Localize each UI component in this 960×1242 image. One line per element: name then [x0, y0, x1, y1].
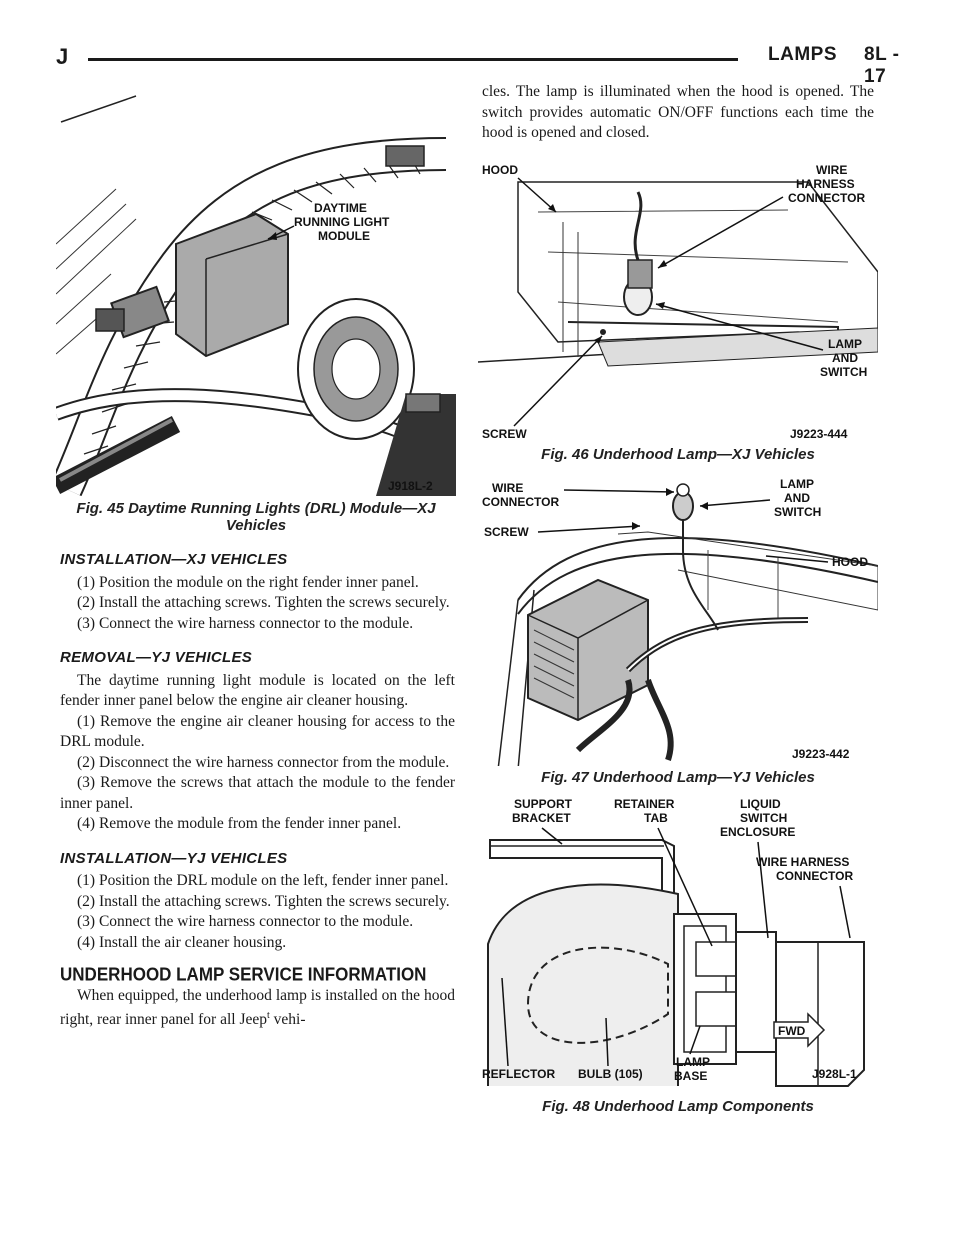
label-screw-yj: SCREW	[484, 525, 529, 539]
install-xj-step-2: (2) Install the attaching screws. Tighte…	[77, 594, 450, 611]
figure-code-48: J928L-1	[812, 1067, 857, 1081]
figure-48-underhood-lamp-components: SUPPORT BRACKET RETAINER TAB LIQUID SWIT…	[478, 794, 878, 1090]
underhood-intro: When equipped, the underhood lamp is ins…	[60, 986, 455, 1031]
figure-code-45: J918L-2	[388, 479, 433, 493]
label-lamp-base-1: LAMP	[676, 1055, 710, 1069]
heading-removal-yj: REMOVAL—YJ VEHICLES	[60, 649, 253, 666]
install-yj-step-2: (2) Install the attaching screws. Tighte…	[77, 892, 450, 910]
label-wire-harness-1: WIRE	[816, 163, 847, 177]
label-support-bracket-1: SUPPORT	[514, 797, 573, 811]
figure-code-46: J9223-444	[790, 427, 848, 441]
underhood-lamp-components-illustration: SUPPORT BRACKET RETAINER TAB LIQUID SWIT…	[482, 797, 865, 1087]
removal-yj-step-1: (1) Remove the engine air cleaner housin…	[60, 712, 455, 751]
caption-fig-46: Fig. 46 Underhood Lamp—XJ Vehicles	[541, 446, 815, 463]
label-wire-connector-1: WIRE	[492, 481, 523, 495]
label-lamp-base-2: BASE	[674, 1069, 707, 1083]
heading-installation-yj: INSTALLATION—YJ VEHICLES	[60, 849, 288, 867]
install-xj-step-1: (1) Position the module on the right fen…	[77, 573, 419, 591]
label-reflector: REFLECTOR	[482, 1067, 555, 1081]
label-liquid-switch-3: ENCLOSURE	[720, 825, 795, 839]
install-yj-step-3: (3) Connect the wire harness connector t…	[77, 913, 414, 930]
heading-underhood-lamp-service: UNDERHOOD LAMP SERVICE INFORMATION	[60, 963, 427, 985]
caption-fig-45: Fig. 45 Daytime Running Lights (DRL) Mod…	[76, 500, 436, 534]
label-screw: SCREW	[482, 427, 527, 441]
install-yj-step-4: (4) Install the air cleaner housing.	[77, 933, 287, 951]
label-bulb: BULB (105)	[578, 1067, 643, 1081]
figure-47-underhood-lamp-yj: WIRE CONNECTOR SCREW LAMP AND SWITCH HOO…	[478, 470, 878, 766]
figure-46-underhood-lamp-xj: HOOD WIRE HARNESS CONNECTOR LAMP AND SWI…	[478, 152, 878, 442]
heading-installation-xj: INSTALLATION—XJ VEHICLES	[60, 551, 288, 568]
label-lamp-switch-3: SWITCH	[820, 365, 867, 379]
label-retainer-tab-2: TAB	[644, 811, 668, 825]
underhood-lamp-yj-illustration: WIRE CONNECTOR SCREW LAMP AND SWITCH HOO…	[482, 477, 878, 766]
header-section: LAMPS	[768, 44, 837, 65]
label-liquid-switch-1: LIQUID	[740, 797, 781, 811]
label-wire-harness-2: HARNESS	[796, 177, 855, 191]
underhood-lamp-xj-illustration: HOOD WIRE HARNESS CONNECTOR LAMP AND SWI…	[478, 163, 878, 441]
header-page-number: 8L - 17	[864, 44, 900, 87]
figure-code-47: J9223-442	[792, 747, 850, 761]
label-liquid-switch-2: SWITCH	[740, 811, 787, 825]
caption-fig-48: Fig. 48 Underhood Lamp Components	[542, 1098, 814, 1115]
removal-yj-step-2: (2) Disconnect the wire harness connecto…	[77, 753, 450, 771]
figure-45-drl-module: DAYTIME RUNNING LIGHT MODULE J918L-2	[56, 94, 456, 496]
label-drl-module-2: RUNNING LIGHT	[294, 215, 390, 229]
trademark-symbol: t	[267, 1010, 270, 1021]
label-drl-module-3: MODULE	[318, 229, 370, 243]
header-rule	[88, 58, 738, 61]
right-column: cles. The lamp is illuminated when the h…	[482, 82, 874, 144]
install-yj-step-1: (1) Position the DRL module on the left,…	[77, 872, 449, 889]
label-hood-yj: HOOD	[832, 555, 868, 569]
drl-module-illustration: DAYTIME RUNNING LIGHT MODULE J918L-2	[56, 94, 456, 496]
removal-yj-intro: The daytime running light module is loca…	[60, 671, 455, 710]
label-fwd-arrow: FWD	[778, 1024, 806, 1038]
underhood-intro-continued: cles. The lamp is illuminated when the h…	[482, 83, 874, 141]
label-support-bracket-2: BRACKET	[512, 811, 571, 825]
removal-yj-step-3: (3) Remove the screws that attach the mo…	[60, 774, 455, 812]
page-header: J LAMPS 8L - 17	[56, 44, 906, 87]
label-wire-harness-3: CONNECTOR	[788, 191, 865, 205]
label-wire-harness-connector-2: CONNECTOR	[776, 869, 853, 883]
label-lamp-switch-yj-1: LAMP	[780, 477, 814, 491]
label-lamp-switch-1: LAMP	[828, 337, 862, 351]
removal-yj-step-4: (4) Remove the module from the fender in…	[77, 815, 402, 832]
label-wire-connector-2: CONNECTOR	[482, 495, 559, 509]
label-lamp-switch-2: AND	[832, 351, 858, 365]
label-retainer-tab-1: RETAINER	[614, 797, 675, 811]
install-xj-step-3: (3) Connect the wire harness connector t…	[77, 614, 414, 632]
label-lamp-switch-yj-3: SWITCH	[774, 505, 821, 519]
underhood-intro-text-end: vehi-	[269, 1011, 306, 1029]
caption-fig-47: Fig. 47 Underhood Lamp—YJ Vehicles	[541, 769, 815, 786]
underhood-intro-text: When equipped, the underhood lamp is ins…	[60, 986, 455, 1029]
left-column: INSTALLATION—XJ VEHICLES (1) Position th…	[60, 540, 455, 1031]
label-wire-harness-connector-1: WIRE HARNESS	[756, 855, 849, 869]
label-drl-module-1: DAYTIME	[314, 201, 367, 215]
header-letter: J	[56, 44, 69, 69]
label-lamp-switch-yj-2: AND	[784, 491, 810, 505]
label-hood: HOOD	[482, 163, 518, 177]
